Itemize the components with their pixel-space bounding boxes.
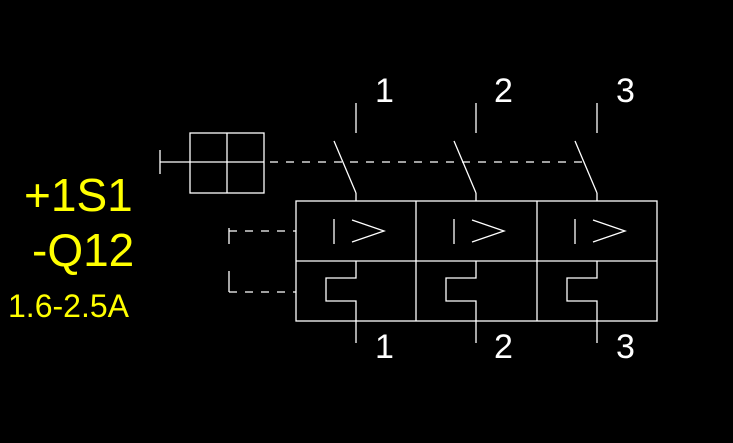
current-rating: 1.6-2.5A [8, 288, 130, 324]
magnetic-release-2 [453, 219, 506, 244]
contact-blade-1 [333, 140, 357, 194]
thermal-release-3 [566, 261, 598, 343]
thermal-release-2 [445, 261, 477, 343]
main-contacts [333, 103, 598, 201]
location-tag: +1S1 [24, 169, 133, 221]
contact-blade-3 [574, 140, 598, 194]
magnetic-release-3 [574, 219, 627, 244]
contact-blade-2 [453, 140, 477, 194]
device-tag: -Q12 [32, 224, 134, 276]
magnetic-release-1 [333, 219, 386, 244]
terminal-bottom-1: 1 [375, 328, 394, 366]
release-linkage [228, 228, 296, 293]
manual-operator-symbol [159, 132, 265, 194]
terminal-bottom-3: 3 [616, 328, 635, 366]
terminal-top-3: 3 [616, 72, 635, 110]
thermal-release-1 [325, 261, 357, 343]
terminal-top-1: 1 [375, 72, 394, 110]
terminal-bottom-2: 2 [494, 328, 513, 366]
terminal-top-2: 2 [494, 72, 513, 110]
